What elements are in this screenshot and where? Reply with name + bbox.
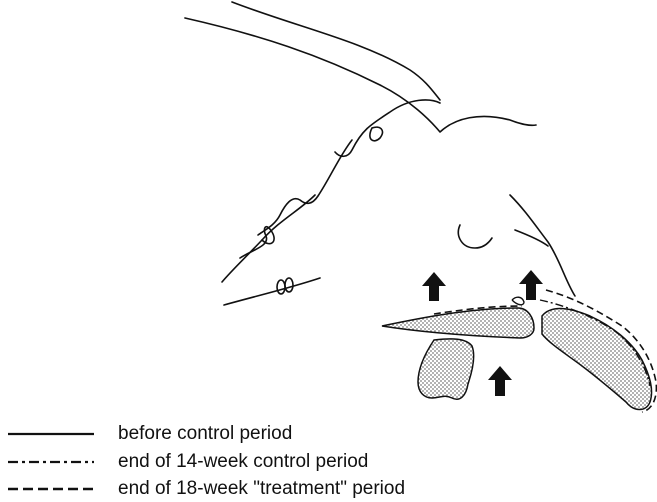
legend-label: end of 18-week "treatment" period (118, 478, 405, 500)
pterygoid-loop (240, 227, 274, 258)
palate-spine (512, 297, 524, 305)
midface-outline (222, 195, 315, 282)
palate-region (382, 308, 534, 338)
sella-outline (335, 100, 440, 156)
cranial-outline-curve (232, 2, 440, 100)
up-arrow-icon (488, 366, 512, 396)
legend-row-dashed: end of 18-week "treatment" period (0, 478, 405, 500)
legend-label: before control period (118, 423, 292, 445)
legend-label: end of 14-week control period (118, 451, 368, 473)
up-arrow-icon (519, 270, 543, 300)
premaxilla-region (542, 309, 652, 410)
legend-swatch-solid (0, 423, 112, 445)
frontal-outline (370, 127, 383, 141)
ear-rod-marker (277, 278, 293, 294)
cranial-outline-upper (185, 18, 536, 132)
up-arrow-icon (422, 272, 446, 301)
legend-row-solid: before control period (0, 423, 292, 445)
legend-swatch-dashed (0, 478, 112, 500)
legend-swatch-dash-dot (0, 451, 112, 473)
molar-region (418, 339, 474, 399)
legend-row-dash-dot: end of 14-week control period (0, 451, 368, 473)
nasal-outline-inner (515, 230, 548, 246)
nasal-outline (510, 195, 575, 296)
pterygoid-hook (458, 225, 492, 248)
cephalometric-tracing (0, 0, 657, 420)
ear-rod-line (224, 278, 320, 305)
